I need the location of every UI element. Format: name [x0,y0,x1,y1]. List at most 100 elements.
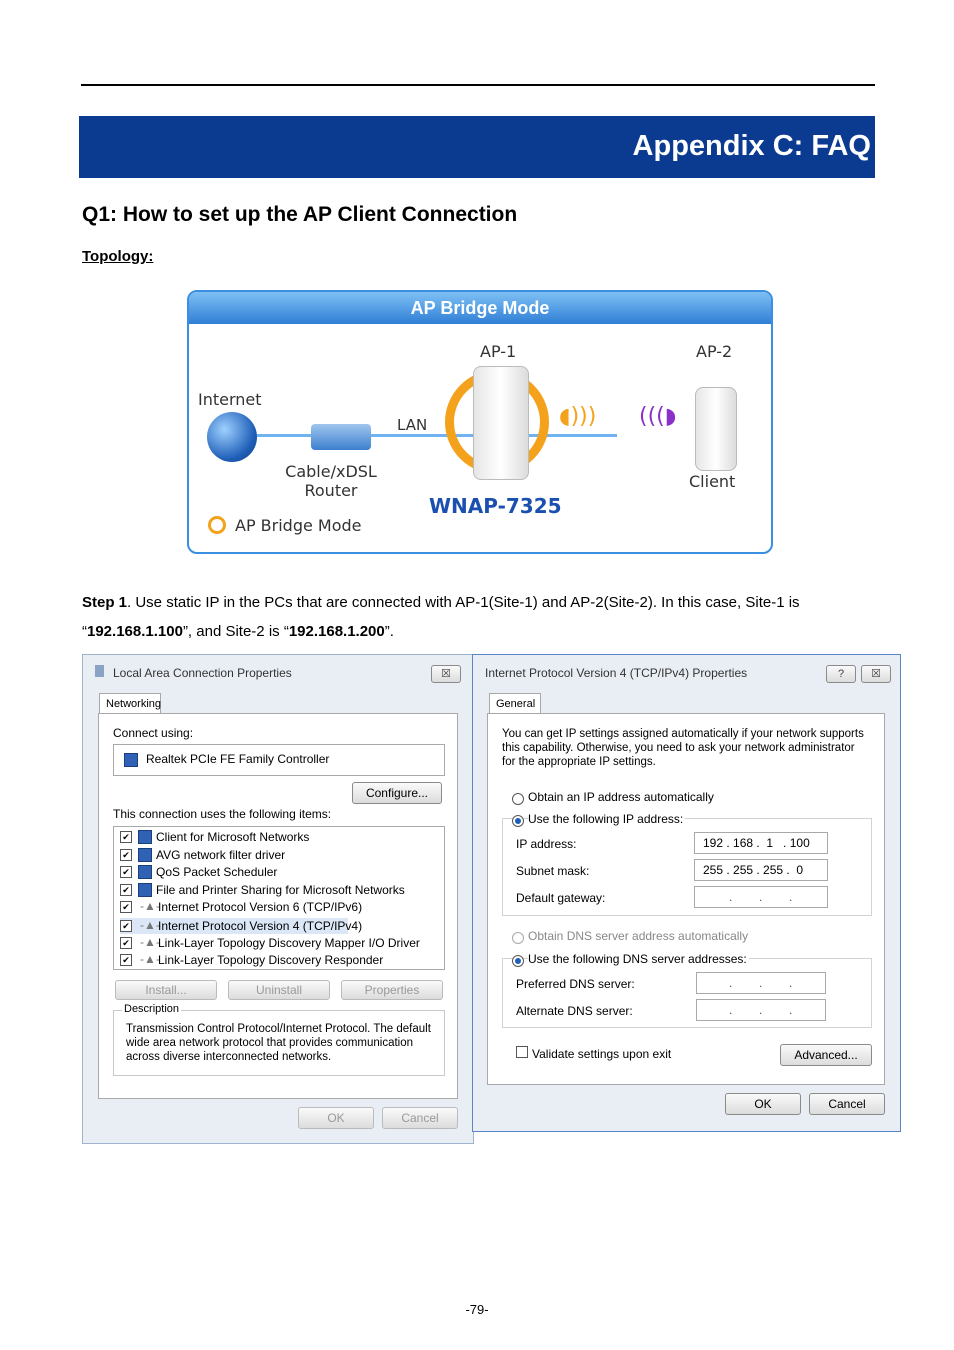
header-rule [81,84,875,86]
subnet-mask-label: Subnet mask: [516,864,590,878]
preferred-dns-label: Preferred DNS server: [516,977,635,991]
ip-group [502,818,872,916]
gateway-label: Default gateway: [516,891,606,905]
tab-networking[interactable]: Networking [99,693,161,715]
appendix-title: Appendix C: FAQ [632,130,871,162]
item-label: Internet Protocol Version 6 (TCP/IPv6) [158,900,363,914]
description-text: Transmission Control Protocol/Internet P… [126,1023,431,1063]
ipv4-title: Internet Protocol Version 4 (TCP/IPv4) P… [485,666,748,680]
checkbox[interactable]: ✔ [120,884,132,896]
cancel-button[interactable]: Cancel [809,1093,885,1115]
diagram-banner: AP Bridge Mode [189,292,771,324]
router-label-line1: Cable/xDSL [285,462,377,481]
topology-diagram: AP Bridge Mode Internet LAN Cable/xDSL R… [187,290,773,554]
checkbox[interactable]: ✔ [120,901,132,913]
protocol-icon: -▲- [140,918,160,932]
client-icon [138,830,152,844]
obtain-dns-radio[interactable] [512,932,524,944]
item-label: Client for Microsoft Networks [156,830,310,844]
adapter-icon [124,753,138,767]
description-label: Description [122,1003,182,1015]
page-number: -79- [465,1302,489,1317]
ip-address-field[interactable]: 192 . 168 . 1 . 100 [694,832,828,854]
use-ip-radio[interactable] [512,815,524,827]
lan-label: LAN [397,416,428,434]
lan-line [257,434,617,437]
description-group: Description Transmission Control Protoco… [113,1003,445,1076]
validate-checkbox[interactable] [516,1046,528,1058]
use-ip-label: Use the following IP address: [528,812,686,826]
checkbox[interactable]: ✔ [120,937,132,949]
close-button[interactable]: ☒ [431,665,461,683]
checkbox[interactable]: ✔ [120,866,132,878]
router-icon [311,424,371,450]
advanced-button[interactable]: Advanced... [780,1044,872,1066]
ok-button[interactable]: OK [725,1093,801,1115]
ipv4-panel: You can get IP settings assigned automat… [487,713,885,1085]
item-label: QoS Packet Scheduler [156,865,278,879]
checkbox[interactable]: ✔ [120,920,132,932]
intro-text: You can get IP settings assigned automat… [502,728,864,768]
item-label: Link-Layer Topology Discovery Mapper I/O… [158,936,420,950]
items-label: This connection uses the following items… [113,807,332,821]
item-label: Internet Protocol Version 4 (TCP/IPv4) [158,919,363,933]
ipv4-dialog: Internet Protocol Version 4 (TCP/IPv4) P… [472,654,901,1132]
use-dns-label: Use the following DNS server addresses: [528,952,749,966]
ip-address-label: IP address: [516,837,577,851]
configure-button[interactable]: Configure... [352,782,442,804]
adapter-name: Realtek PCIe FE Family Controller [146,752,330,766]
checkbox[interactable]: ✔ [120,954,132,966]
globe-icon [207,412,257,462]
step1-label: Step 1 [82,594,128,611]
alternate-dns-field[interactable]: . . . [696,999,826,1021]
wireless-signal-icon: ◖))) [559,404,597,429]
wireless-signal-icon-2: (((◗ [639,404,677,429]
scheduler-icon [138,865,152,879]
model-label: WNAP-7325 [429,494,562,518]
cancel-button[interactable]: Cancel [382,1107,458,1129]
appendix-banner: Appendix C: FAQ [79,116,875,178]
obtain-dns-label: Obtain DNS server address automatically [528,929,749,943]
lac-title: Local Area Connection Properties [113,666,292,680]
protocol-icon: -▲- [140,952,160,966]
ok-button[interactable]: OK [298,1107,374,1129]
protocol-icon: -▲- [140,935,160,949]
item-label: Link-Layer Topology Discovery Responder [158,953,384,967]
install-button[interactable]: Install... [115,980,217,1000]
step1-text-a: . Use static IP in the PCs that are conn… [127,594,800,611]
alternate-dns-label: Alternate DNS server: [516,1004,633,1018]
item-label: AVG network filter driver [156,848,286,862]
help-button[interactable]: ? [826,665,856,683]
ap2-label: AP-2 [696,342,733,361]
checkbox[interactable]: ✔ [120,831,132,843]
step1-quote-open: “ [82,623,87,640]
mode-legend-icon [208,516,226,534]
ap2-device-icon [695,387,737,471]
items-list: ✔ Client for Microsoft Networks ✔ AVG netw… [113,826,445,970]
subnet-mask-field[interactable]: 255 . 255 . 255 . 0 [694,859,828,881]
properties-button[interactable]: Properties [341,980,443,1000]
close-button[interactable]: ☒ [861,665,891,683]
obtain-ip-radio[interactable] [512,793,524,805]
list-item-selected[interactable]: ✔ -▲-Internet Protocol Version 4 (TCP/IPv… [120,918,362,934]
ap1-device-icon [473,366,529,480]
checkbox[interactable]: ✔ [120,849,132,861]
sharing-icon [138,883,152,897]
validate-label: Validate settings upon exit [532,1047,672,1061]
adapter-box: Realtek PCIe FE Family Controller [113,744,445,776]
ap1-label: AP-1 [480,342,517,361]
item-label: File and Printer Sharing for Microsoft N… [156,883,405,897]
lac-panel: Connect using: Realtek PCIe FE Family Co… [98,713,458,1099]
preferred-dns-field[interactable]: . . . [696,972,826,994]
uninstall-button[interactable]: Uninstall [228,980,330,1000]
router-label: Cable/xDSL Router [279,462,383,500]
step1-text-b: ”, and Site-2 is “ [182,623,289,640]
client-label: Client [689,472,736,491]
topology-label: Topology: [82,248,154,265]
question-heading: Q1: How to set up the AP Client Connecti… [82,203,518,226]
diagram-banner-label: AP Bridge Mode [410,298,550,318]
gateway-field[interactable]: . . . [694,886,828,908]
protocol-icon: -▲- [140,899,160,913]
tab-general[interactable]: General [489,693,541,715]
use-dns-radio[interactable] [512,955,524,967]
